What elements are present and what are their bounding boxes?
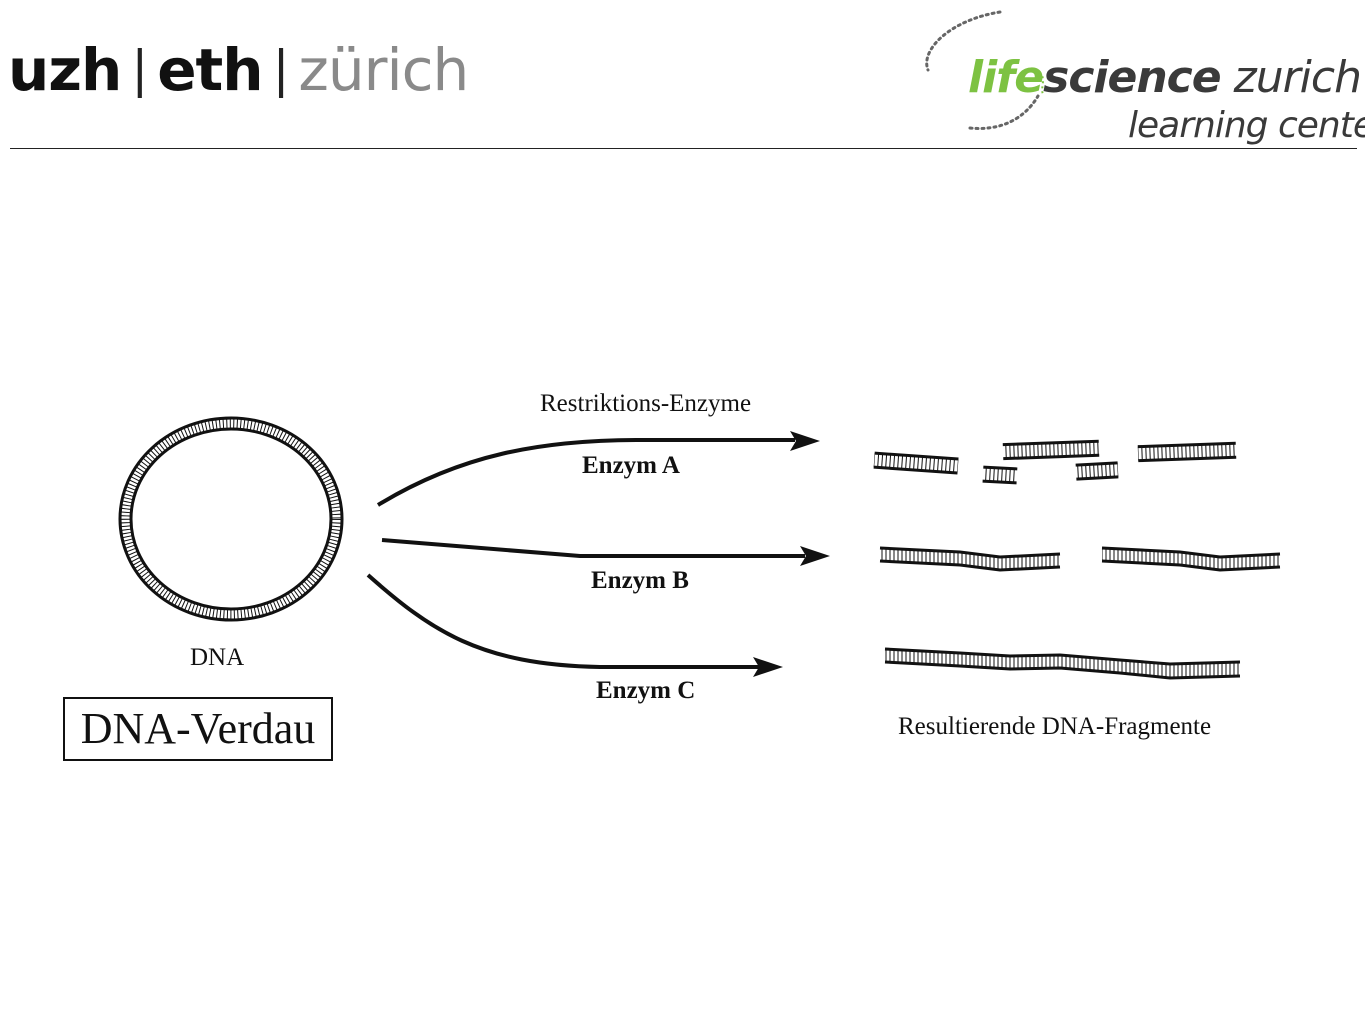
logo-zurich-word: zurich bbox=[1233, 52, 1362, 103]
enzyme-c-arrow bbox=[366, 573, 783, 677]
logo-separator: | bbox=[131, 40, 148, 98]
dna-fragment bbox=[884, 647, 1241, 680]
dna-verdau-title-box: DNA-Verdau bbox=[63, 697, 333, 761]
life-science-zurich-logo: lifescience zurich learning center bbox=[920, 0, 1365, 150]
dna-fragments-enzyme-a bbox=[873, 439, 1237, 485]
dna-fragment bbox=[1002, 439, 1100, 461]
logo-life: life bbox=[968, 52, 1044, 103]
dna-fragment bbox=[1137, 441, 1237, 463]
logo-uzh: uzh bbox=[8, 36, 122, 104]
uzh-eth-zurich-logo: uzh|eth|zürich bbox=[8, 30, 469, 113]
dna-fragment bbox=[1075, 461, 1119, 481]
logo-eth: eth bbox=[157, 36, 263, 104]
logo-learning-center: learning center bbox=[1128, 105, 1365, 146]
enzyme-b-label: Enzym B bbox=[591, 567, 689, 594]
plasmid-dna-icon bbox=[118, 416, 344, 622]
dna-fragments-enzyme-c bbox=[884, 647, 1241, 680]
restriction-enzymes-label: Restriktions-Enzyme bbox=[540, 390, 752, 417]
enzyme-b-arrow bbox=[381, 538, 830, 566]
header: uzh|eth|zürich lifescience zurich learni… bbox=[0, 0, 1365, 150]
header-divider bbox=[10, 148, 1357, 149]
dna-label: DNA bbox=[190, 644, 245, 671]
logo-life-science-zurich: lifescience zurich bbox=[968, 50, 1362, 106]
dna-fragment bbox=[879, 546, 1061, 572]
resulting-fragments-label: Resultierende DNA-Fragmente bbox=[898, 713, 1212, 740]
dna-fragments-enzyme-b bbox=[879, 546, 1281, 572]
dna-fragment bbox=[982, 465, 1018, 485]
logo-science: science bbox=[1043, 52, 1221, 103]
logo-zurich: zürich bbox=[298, 36, 469, 104]
dna-fragment bbox=[1101, 546, 1281, 572]
enzyme-a-arrow bbox=[376, 431, 820, 507]
dotted-arc-icon bbox=[925, 10, 1045, 130]
enzyme-c-label: Enzym C bbox=[596, 677, 696, 704]
logo-separator: | bbox=[272, 40, 290, 98]
enzyme-a-label: Enzym A bbox=[582, 452, 680, 479]
dna-fragment bbox=[873, 451, 959, 475]
